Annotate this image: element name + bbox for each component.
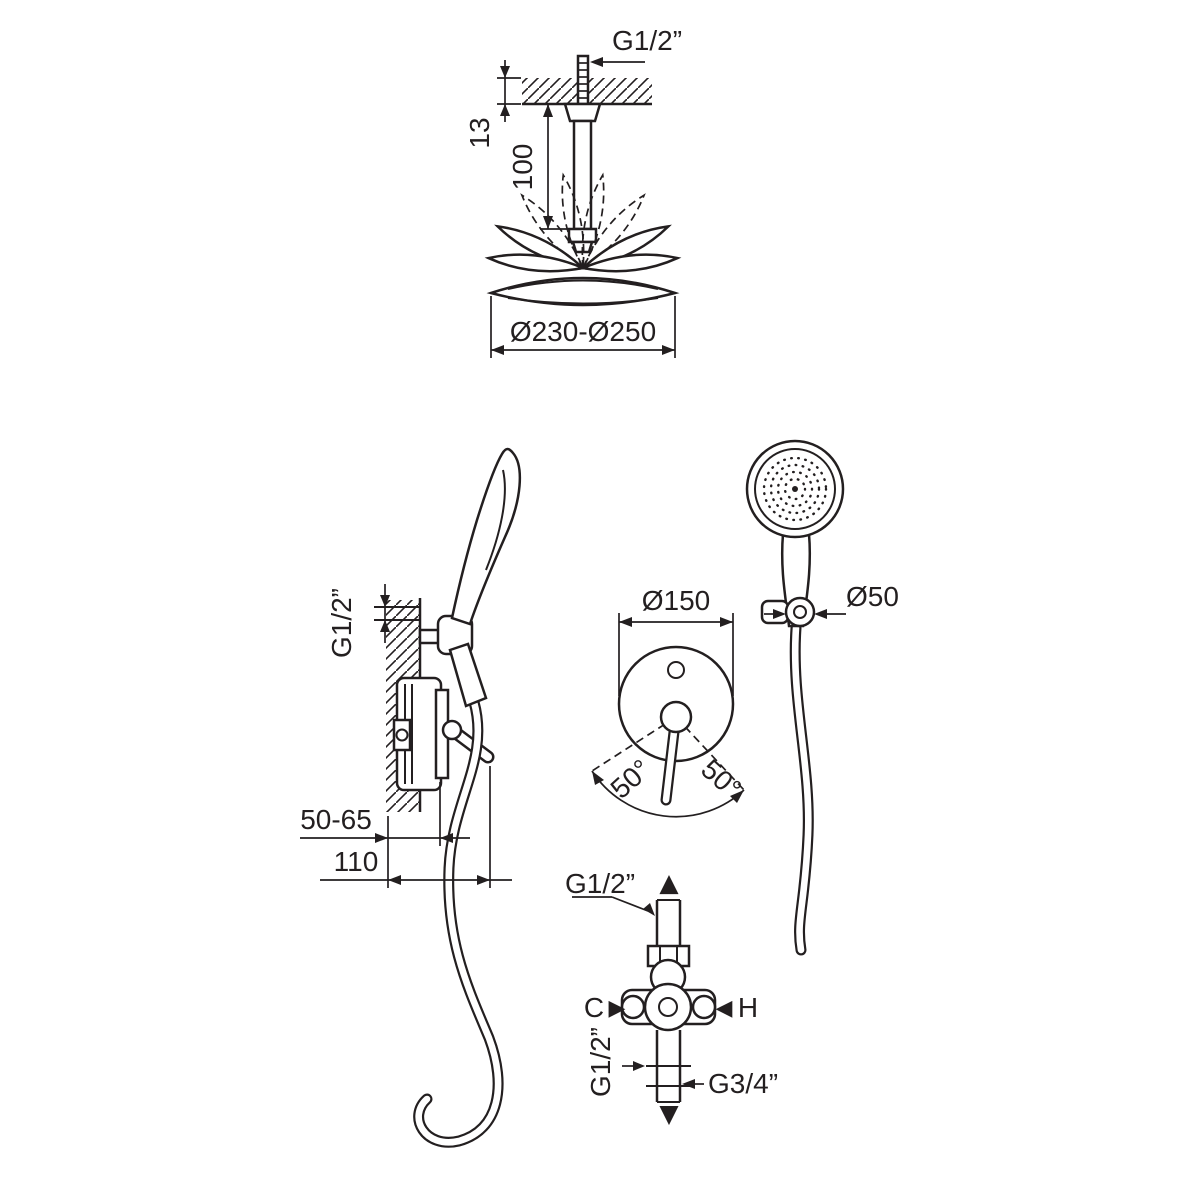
dim150-arrow-right [720, 617, 733, 627]
ceiling-thread-arrow [590, 57, 603, 67]
ceiling-shower-drawing: G1/2” 13 100 Ø230-Ø250 [464, 25, 682, 358]
valve-cartridge-inner [658, 997, 678, 1017]
head-diameter-dim: Ø230-Ø250 [510, 316, 656, 347]
hand-shower-hose-inner [415, 698, 502, 1146]
valve-port-hot [691, 994, 717, 1020]
spray-nozzle-dots [762, 456, 828, 522]
trim-face-drawing: Ø150 50° 50° [591, 585, 747, 818]
hand-shower-drawing: Ø50 [745, 439, 899, 956]
wall-mixer-drawing: G1/2” 50-65 110 [300, 447, 522, 1148]
hot-label: H [738, 992, 758, 1023]
shower-head-seam-bottom [507, 297, 659, 305]
valve-bottom-thread-label: G1/2” [585, 1027, 616, 1097]
trim-lever-pivot [659, 700, 693, 734]
thread-ticks [578, 62, 588, 99]
swing-line-right [675, 716, 745, 791]
ceiling-thread-label: G1/2” [612, 25, 682, 56]
depth-total-arrow-left [388, 875, 401, 885]
valve-top-leader-arrow [643, 903, 655, 916]
hot-flow-arrow: ◀ [716, 995, 733, 1020]
ceiling-thickness-dim: 13 [464, 117, 495, 148]
swing-line-left [591, 716, 677, 772]
outlet-thread-label: G3/4” [708, 1068, 778, 1099]
depth-range-arrow-left [375, 833, 388, 843]
valve-body-port-hole [395, 728, 409, 742]
dim230-arrow-left [491, 345, 504, 355]
valve-cartridge [643, 982, 693, 1032]
valve-body-port [392, 718, 412, 752]
dim50-arrow-left [773, 609, 786, 619]
valve-schematic-drawing: G1/2” ▲ C ▶ ◀ H G1/2” G3/4” ▼ [565, 868, 778, 1128]
dim50-arrow-right [814, 609, 827, 619]
trim-diameter-dim: Ø150 [642, 585, 711, 616]
dim13-arrow-top [500, 66, 510, 78]
hand-shower-face-rim [754, 448, 836, 530]
diverter-hole [667, 661, 685, 679]
cold-flow-arrow: ▶ [609, 995, 626, 1020]
holder-bracket [418, 628, 441, 645]
mixer-handle-base [441, 719, 463, 741]
holder-knob [784, 596, 816, 628]
paddle-seam [485, 469, 506, 571]
wall-thread-arrow-top [380, 595, 390, 607]
dim13-arrow-bottom [500, 104, 510, 116]
swing-arc-arrow-left [592, 771, 604, 785]
flow-down-arrow: ▼ [659, 1099, 679, 1128]
dim150-arrow-left [619, 617, 632, 627]
valve-top-thread-label: G1/2” [565, 868, 635, 899]
dim230-arrow-right [662, 345, 675, 355]
depth-total-arrow-right [477, 875, 490, 885]
depth-range-dim: 50-65 [300, 804, 372, 835]
outlet-thread-leader-arrow [682, 1079, 695, 1089]
swing-arc [591, 770, 745, 818]
wall-thread-label: G1/2” [326, 588, 357, 658]
trim-lever-inner [662, 728, 678, 804]
hand-shower-paddle [450, 447, 522, 626]
dim100-arrow-top [543, 104, 553, 117]
flow-up-arrow: ▲ [659, 868, 679, 897]
swing-left-label: 50° [605, 753, 657, 804]
ceiling-flange [563, 102, 602, 123]
shower-arm-pipe [572, 119, 593, 231]
valve-top-leader [611, 896, 649, 912]
holder-knob-inner [793, 605, 807, 619]
shower-head-seam-top [507, 279, 659, 290]
shower-head-profile [486, 276, 680, 307]
depth-total-dim: 110 [334, 846, 379, 877]
depth-range-arrow-right [440, 833, 453, 843]
arm-length-dim: 100 [507, 144, 538, 191]
hose-fitting-cone [448, 642, 488, 708]
cold-label: C [584, 992, 604, 1023]
wall-thread-arrow-bottom [380, 620, 390, 632]
spray-center-dot [792, 486, 798, 492]
hand-shower-hose2-inner [791, 624, 812, 954]
holder-diameter-label: Ø50 [846, 581, 899, 612]
valve-bottom-leader-arrow [633, 1061, 645, 1071]
dim100-arrow-bottom [543, 216, 553, 229]
swing-arc-arrow-right [730, 790, 744, 803]
